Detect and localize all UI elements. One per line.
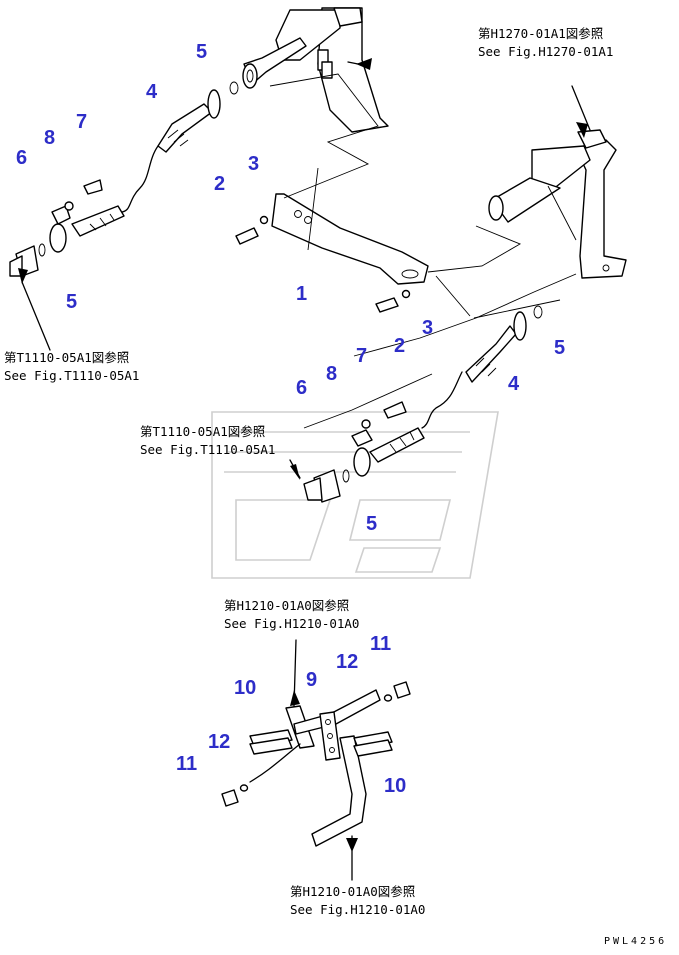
arrow-icon [18,268,28,284]
lever-assembly [221,681,411,847]
callout-12: 12 [208,731,230,753]
reference-en: See Fig.T1110-05A1 [140,442,275,457]
arrow-icon [290,464,300,480]
link-plate-part-1 [271,193,429,285]
reference-jp: 第H1210-01A0図参照 [290,884,415,899]
reference-jp: 第H1210-01A0図参照 [224,598,349,613]
arrow-icon [356,58,372,70]
callout-6: 6 [16,147,27,169]
callout-10: 10 [384,775,406,797]
reference-en: See Fig.H1270-01A1 [478,44,613,59]
arrowheads [18,58,588,852]
callout-11: 11 [176,753,197,775]
leader-lines [21,61,591,881]
right-bracket-assembly [488,129,627,279]
callout-9: 9 [306,669,317,691]
callout-5: 5 [196,41,207,63]
callout-3: 3 [248,153,259,175]
callout-7: 7 [356,345,367,367]
callout-5: 5 [66,291,77,313]
callout-7: 7 [76,111,87,133]
arrow-icon [576,122,588,138]
top-bracket-assembly [242,7,389,133]
reference-h1210-bottom: 第H1210-01A0図参照 See Fig.H1210-01A0 [290,884,425,917]
reference-jp: 第T1110-05A1図参照 [140,424,265,439]
reference-jp: 第T1110-05A1図参照 [4,350,129,365]
arrow-icon [346,838,358,852]
bolt-set-upper [235,215,411,313]
lower-cable-assembly [303,305,543,503]
reference-h1210-top: 第H1210-01A0図参照 See Fig.H1210-01A0 [224,598,359,631]
callout-12: 12 [336,651,358,673]
callout-2: 2 [394,335,405,357]
callout-11: 11 [370,633,391,655]
callout-labels: 5 4 7 8 6 3 2 1 5 3 2 5 7 8 4 6 5 11 12 … [16,41,565,797]
callout-3: 3 [422,317,433,339]
reference-en: See Fig.H1210-01A0 [290,902,425,917]
reference-jp: 第H1270-01A1図参照 [478,26,603,41]
upper-cable-assembly [9,81,239,277]
drawing-code: PWL4256 [604,936,667,947]
callout-4: 4 [146,81,158,103]
callout-8: 8 [326,363,337,385]
callout-5: 5 [554,337,565,359]
reference-en: See Fig.H1210-01A0 [224,616,359,631]
callout-6: 6 [296,377,307,399]
callout-1: 1 [296,283,307,305]
reference-t1110-left: 第T1110-05A1図参照 See Fig.T1110-05A1 [4,350,139,383]
callout-5: 5 [366,513,377,535]
callout-4: 4 [508,373,520,395]
reference-en: See Fig.T1110-05A1 [4,368,139,383]
callout-8: 8 [44,127,55,149]
reference-notes: 第H1270-01A1図参照 See Fig.H1270-01A1 第T1110… [4,26,613,917]
reference-h1270: 第H1270-01A1図参照 See Fig.H1270-01A1 [478,26,613,59]
callout-10: 10 [234,677,256,699]
callout-2: 2 [214,173,225,195]
reference-t1110-center: 第T1110-05A1図参照 See Fig.T1110-05A1 [140,424,275,457]
arrow-icon [290,690,300,706]
